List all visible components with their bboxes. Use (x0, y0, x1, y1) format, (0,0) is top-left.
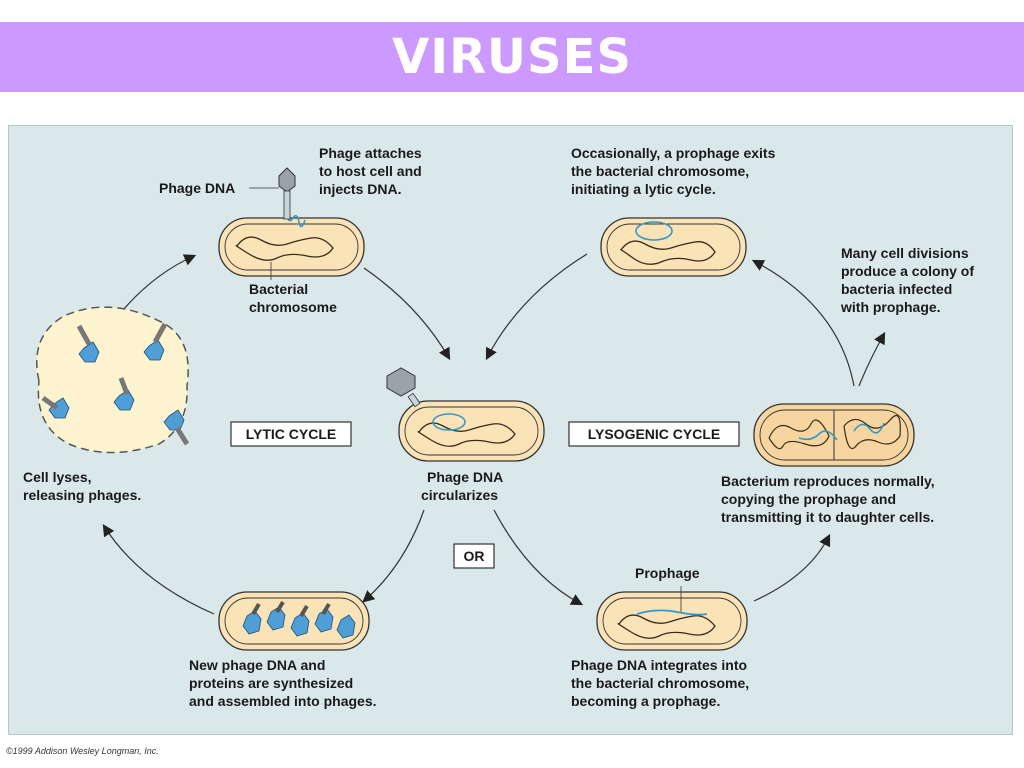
prophage-label: Prophage (635, 565, 700, 581)
prophage-exits-caption: Occasionally, a prophage exits the bacte… (571, 145, 779, 197)
arrow-synth-to-lyse (102, 523, 215, 615)
bacterium-attach (218, 167, 365, 280)
many-divisions-caption: Many cell divisions produce a colony of … (840, 245, 978, 315)
arrow-colony-to-exit (751, 259, 855, 387)
new-phage-caption: New phage DNA and proteins are synthesiz… (189, 657, 377, 709)
bacterium-synthesis (218, 591, 370, 651)
bacterium-prophage-exit (600, 217, 747, 277)
circularizes-caption: Phage DNA circularizes (421, 469, 507, 503)
lysed-cell (36, 306, 190, 454)
lysogenic-cycle-box: LYSOGENIC CYCLE (568, 421, 740, 447)
lytic-cycle-label: LYTIC CYCLE (246, 426, 337, 442)
reproduces-caption: Bacterium reproduces normally, copying t… (721, 473, 939, 525)
bacterial-chromosome-label: Bacterial chromosome (249, 281, 337, 315)
title-bar: VIRUSES (0, 22, 1024, 92)
or-label: OR (464, 548, 485, 564)
copyright-footer: ©1999 Addison Wesley Longman, Inc. (6, 746, 159, 756)
arrow-attach-to-circularize (363, 267, 451, 361)
or-box: OR (453, 543, 495, 569)
cell-lyses-caption: Cell lyses, releasing phages. (23, 469, 141, 503)
diagram-panel: LYTIC CYCLE LYSOGENIC CYCLE OR Phage att… (8, 125, 1013, 735)
slide-title: VIRUSES (392, 29, 632, 85)
bacterium-dividing (753, 403, 915, 467)
bacterium-prophage-integrated (596, 586, 748, 651)
virus-cycle-diagram: LYTIC CYCLE LYSOGENIC CYCLE OR Phage att… (23, 145, 978, 709)
arrow-integrate-to-reproduce (753, 533, 831, 602)
arrow-circularize-to-synth (362, 509, 425, 603)
lytic-cycle-box: LYTIC CYCLE (230, 421, 352, 447)
arrow-exit-to-circularize (485, 253, 588, 361)
phage-dna-label: Phage DNA (159, 180, 235, 196)
arrow-reproduce-to-colony (858, 331, 886, 387)
integrates-caption: Phage DNA integrates into the bacterial … (571, 657, 753, 709)
bacterium-circularize (386, 367, 545, 462)
arrow-circularize-to-integrate (493, 509, 584, 606)
lysogenic-cycle-label: LYSOGENIC CYCLE (588, 426, 721, 442)
attach-caption: Phage attaches to host cell and injects … (319, 145, 426, 197)
